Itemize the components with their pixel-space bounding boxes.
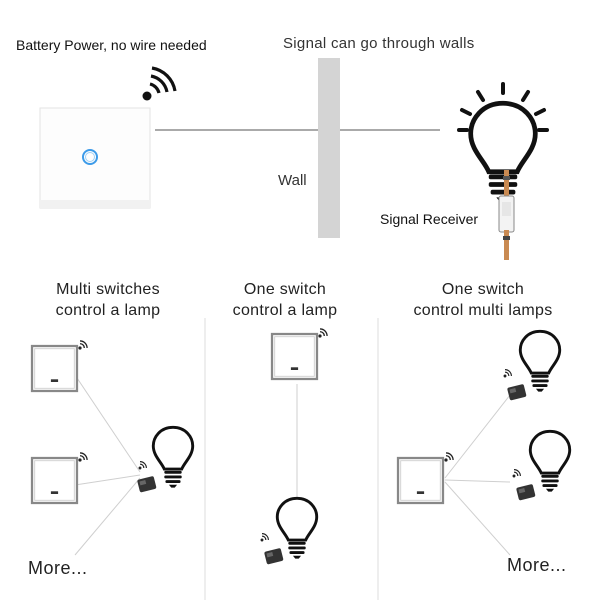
wall — [318, 58, 340, 238]
wireless-switch-icon — [396, 456, 445, 505]
wireless-switch-icon — [30, 456, 79, 505]
wifi-signal-icon — [502, 367, 514, 379]
more-text: More... — [507, 555, 567, 575]
wireless-switch-icon — [270, 332, 319, 381]
light-bulb-icon — [457, 82, 549, 202]
wifi-signal-icon — [511, 467, 523, 479]
light-bulb-icon — [528, 429, 572, 494]
signal-walls-text: Signal can go through walls — [283, 35, 475, 52]
section-multi-switches — [30, 338, 195, 556]
wifi-signal-icon — [142, 66, 177, 101]
wireless-switch-icon — [39, 107, 151, 209]
section-title-line: control multi lamps — [413, 302, 553, 319]
wifi-signal-icon — [443, 450, 456, 463]
receiver-module-icon — [264, 547, 284, 565]
light-bulb-icon — [151, 425, 195, 490]
section-one-switch-one-lamp — [259, 326, 330, 565]
wifi-signal-icon — [77, 450, 90, 463]
section-title-line: control a lamp — [55, 302, 161, 319]
wifi-signal-icon — [77, 338, 90, 351]
receiver-module-icon — [498, 170, 515, 260]
signal-receiver-label: Signal Receiver — [380, 211, 479, 227]
section-title-one-switch-multi-lamps: One switch control multi lamps — [383, 279, 583, 321]
wireless-switch-icon — [30, 344, 79, 393]
section-one-switch-multi-lamps — [396, 329, 572, 556]
section-title-line: control a lamp — [232, 302, 338, 319]
section-title-line: One switch — [243, 281, 327, 298]
wall-label: Wall — [278, 172, 307, 189]
battery-power-text: Battery Power, no wire needed — [16, 37, 207, 53]
receiver-module-icon — [516, 483, 536, 501]
section-title-line: Multi switches — [56, 281, 160, 298]
section-title-multi-switches: Multi switches control a lamp — [18, 279, 198, 321]
receiver-module-icon — [507, 383, 527, 401]
wifi-signal-icon — [259, 531, 271, 543]
section-title-line: One switch — [441, 281, 525, 298]
wifi-signal-icon — [317, 326, 330, 339]
more-text: More... — [28, 558, 88, 578]
wifi-signal-icon — [137, 459, 149, 471]
light-bulb-icon — [275, 496, 319, 561]
section-title-one-switch-one-lamp: One switch control a lamp — [205, 279, 365, 321]
light-bulb-icon — [518, 329, 562, 394]
